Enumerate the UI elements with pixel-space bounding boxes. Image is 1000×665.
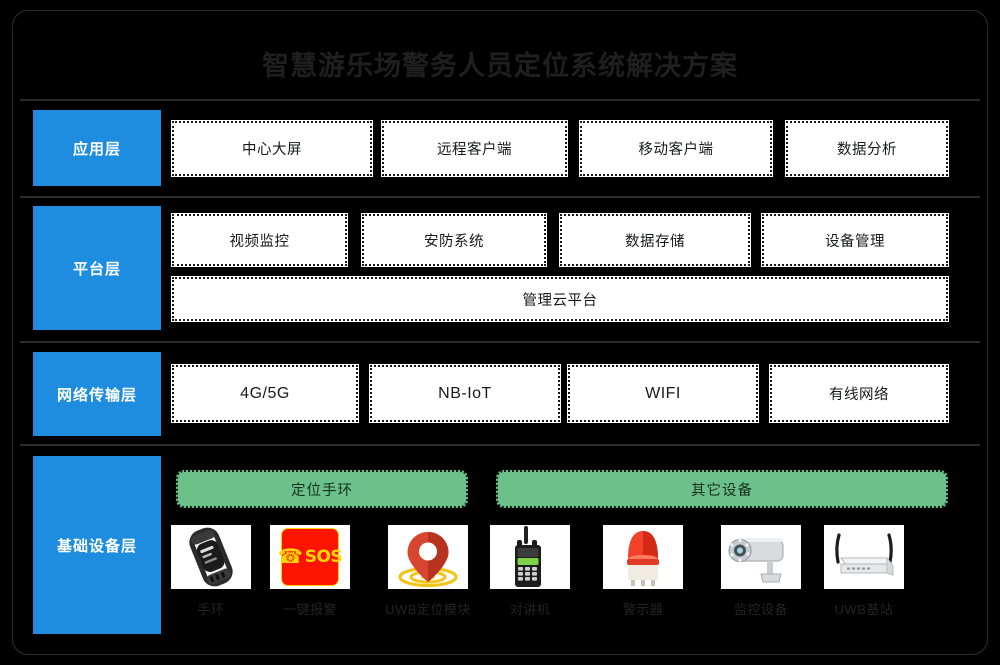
chip-label: 移动客户端 (638, 142, 714, 158)
smart-wristband-icon (171, 525, 251, 589)
section-divider (20, 341, 980, 343)
section-divider (20, 196, 980, 198)
device-tile-camera[interactable]: 监控设备 (713, 525, 809, 618)
group-header-label: 其它设备 (691, 482, 753, 499)
platform-item-security-system[interactable]: 安防系统 (361, 213, 547, 267)
platform-item-video-surveillance[interactable]: 视频监控 (171, 213, 348, 267)
app-item-data-analysis[interactable]: 数据分析 (785, 120, 949, 177)
section-divider (20, 99, 980, 101)
layer-label-platform: 平台层 (33, 206, 161, 330)
page-title: 智慧游乐场警务人员定位系统解决方案 (262, 51, 738, 81)
chip-label: WIFI (645, 384, 681, 402)
chip-label: 安防系统 (424, 233, 484, 250)
chip-label: 管理云平台 (522, 292, 598, 309)
platform-item-device-management[interactable]: 设备管理 (761, 213, 949, 267)
chip-label: 数据分析 (837, 142, 897, 158)
network-item-wifi[interactable]: WIFI (567, 364, 759, 423)
device-tile-walkie-talkie[interactable]: 对讲机 (482, 525, 578, 618)
device-tile-sos-alarm[interactable]: ☎ SOS 一键报警 (262, 525, 358, 618)
diagram-outer-frame (12, 10, 988, 655)
chip-label: 远程客户端 (437, 142, 512, 158)
device-label: 手环 (197, 602, 225, 617)
section-divider (20, 444, 980, 446)
device-label: 警示器 (622, 602, 664, 617)
surveillance-camera-icon (721, 525, 801, 589)
chip-label: NB-IoT (438, 384, 492, 402)
platform-item-data-storage[interactable]: 数据存储 (559, 213, 751, 267)
device-label: 一键报警 (282, 602, 337, 617)
chip-label: 4G/5G (240, 384, 290, 402)
app-item-central-screen[interactable]: 中心大屏 (171, 120, 373, 177)
device-label: 监控设备 (733, 602, 788, 617)
layer-label-device: 基础设备层 (33, 456, 161, 634)
chip-label: 有线网络 (829, 387, 889, 403)
group-header-label: 定位手环 (291, 482, 353, 499)
sos-alarm-icon: ☎ SOS (270, 525, 350, 589)
network-item-nb-iot[interactable]: NB-IoT (369, 364, 561, 423)
chip-label: 设备管理 (825, 233, 885, 250)
device-group-header-other[interactable]: 其它设备 (496, 470, 948, 508)
chip-label: 中心大屏 (242, 142, 302, 158)
layer-label-network: 网络传输层 (33, 352, 161, 436)
network-item-4g-5g[interactable]: 4G/5G (171, 364, 359, 423)
device-tile-uwb-module[interactable]: UWB定位模块 (380, 525, 476, 618)
network-item-wired[interactable]: 有线网络 (769, 364, 949, 423)
uwb-base-station-icon (824, 525, 904, 589)
layer-label-application: 应用层 (33, 110, 161, 186)
device-tile-uwb-base-station[interactable]: UWB基站 (816, 525, 912, 618)
device-label: UWB定位模块 (385, 602, 471, 617)
device-tile-warning-beacon[interactable]: 警示器 (595, 525, 691, 618)
uwb-location-pin-icon (388, 525, 468, 589)
app-item-mobile-client[interactable]: 移动客户端 (579, 120, 773, 177)
device-group-header-wristband[interactable]: 定位手环 (176, 470, 468, 508)
walkie-talkie-icon (490, 525, 570, 589)
chip-label: 数据存储 (625, 233, 685, 250)
device-label: 对讲机 (509, 602, 551, 617)
device-tile-wristband[interactable]: 手环 (163, 525, 259, 618)
device-label: UWB基站 (834, 602, 894, 617)
chip-label: 视频监控 (229, 233, 290, 250)
warning-beacon-icon (603, 525, 683, 589)
platform-item-cloud-platform[interactable]: 管理云平台 (171, 276, 949, 322)
app-item-remote-client[interactable]: 远程客户端 (381, 120, 568, 177)
